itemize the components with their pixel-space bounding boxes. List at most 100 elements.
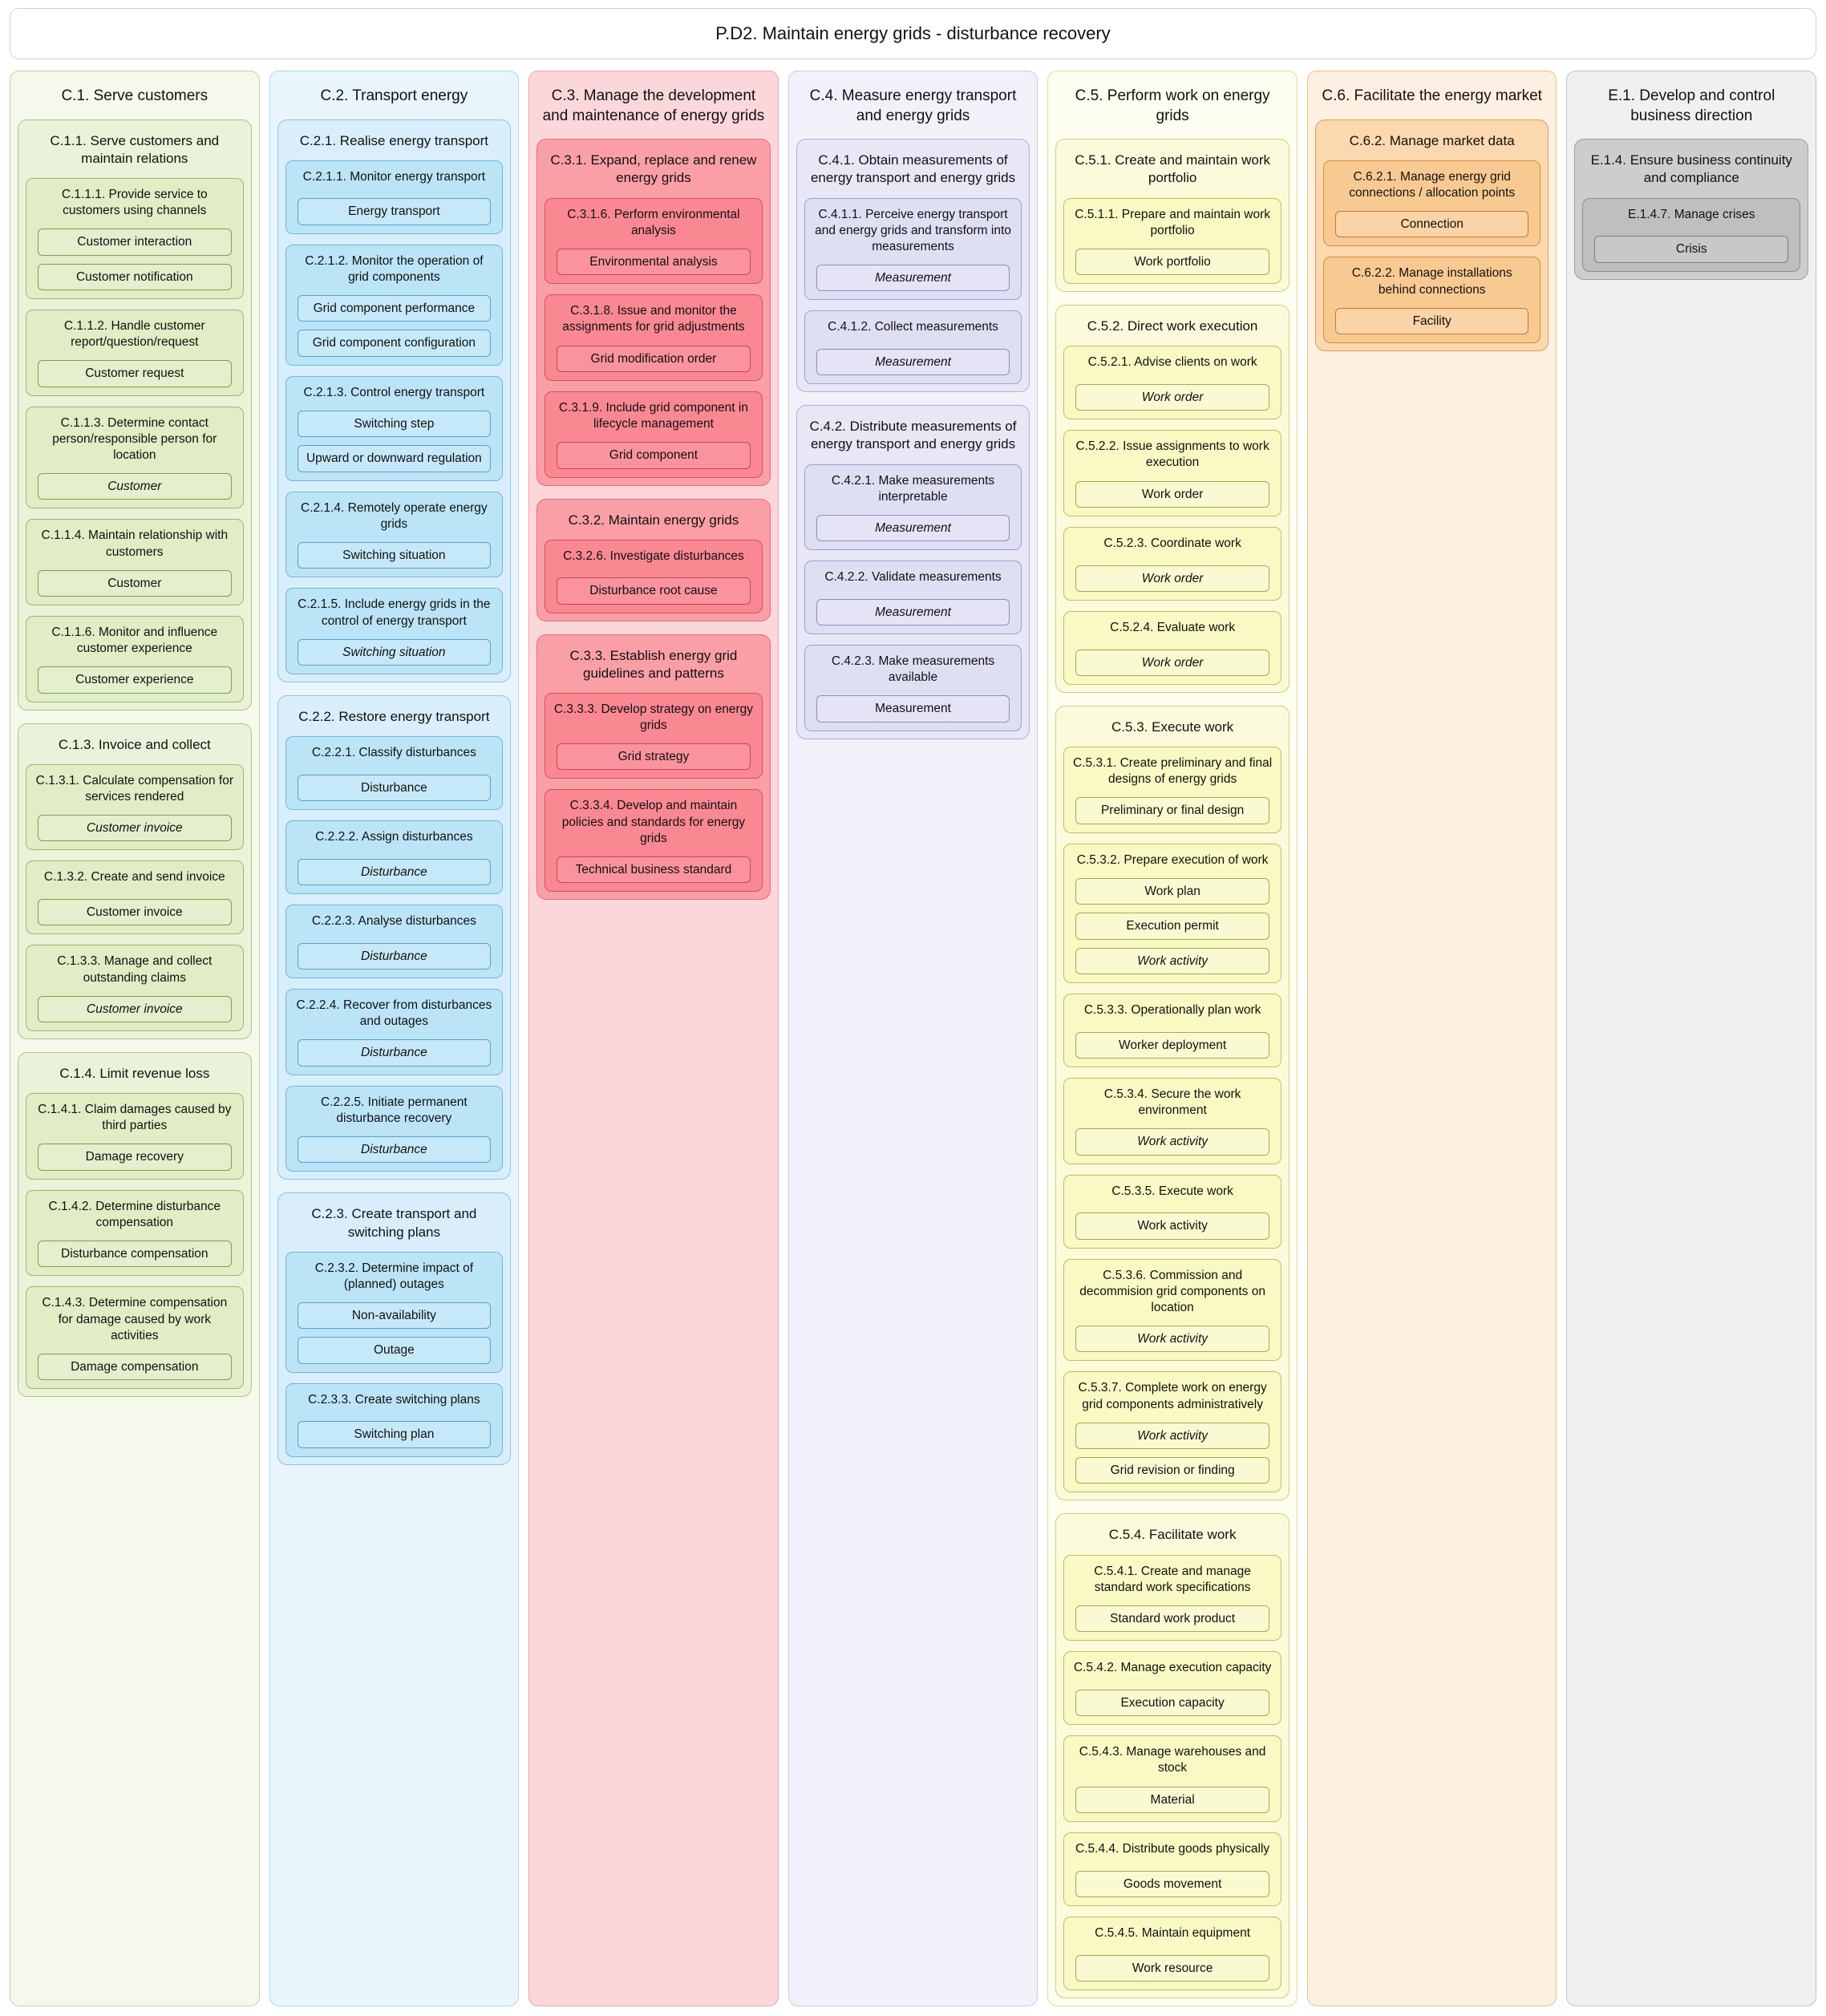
process-box: C.5.2.2. Issue assignments to work execu… [1063,430,1281,516]
process-title: C.1.1.1. Provide service to customers us… [61,187,208,218]
object-items: Disturbance root cause [553,568,754,605]
object-item: Measurement [816,695,1010,723]
object-items: Disturbance [294,849,495,886]
process-box: C.5.4.1. Create and manage standard work… [1063,1554,1281,1642]
process-title: C.5.2.2. Issue assignments to work execu… [1075,439,1269,470]
process-title: C.5.1.1. Prepare and maintain work portf… [1075,207,1271,237]
object-item: Upward or downward regulation [297,445,492,472]
process-box: C.2.2.4. Recover from disturbances and o… [285,989,504,1075]
object-items: Disturbance compensation [34,1231,235,1268]
process-box: C.1.4.1. Claim damages caused by third p… [26,1093,244,1180]
object-item: Energy transport [297,198,492,225]
process-group: C.4.2. Distribute measurements of energy… [796,405,1030,739]
object-items: Grid strategy [553,734,754,771]
object-item: Work order [1075,383,1269,411]
object-items: Disturbance [294,1127,495,1164]
object-items: Energy transport [294,188,495,225]
object-item: Work order [1075,565,1269,592]
process-title: C.5.2.4. Evaluate work [1110,620,1236,634]
process-box: C.5.3.1. Create preliminary and final de… [1063,747,1281,833]
process-title: C.4.2.1. Make measurements interpretable [831,473,995,504]
object-item: Disturbance [297,942,492,970]
process-title: C.1.1.3. Determine contact person/respon… [52,415,217,462]
object-items: Standard work product [1072,1596,1273,1633]
object-items: Preliminary or final design [1072,787,1273,824]
process-box: C.3.1.9. Include grid component in lifec… [545,391,763,478]
process-title: C.4.1.2. Collect measurements [828,320,998,334]
object-items: Execution capacity [1072,1680,1273,1717]
object-items: Work activity [1072,1119,1273,1156]
process-column: C.4. Measure energy transport and energy… [787,71,1039,2006]
process-title: C.3.1.6. Perform environmental analysis [567,207,740,237]
object-items: Customer invoice [34,889,235,926]
column-title: C.6. Facilitate the energy market [1322,87,1542,104]
group-title: C.2.2. Restore energy transport [298,709,490,725]
object-items: Work portfolio [1072,239,1273,276]
process-box: C.4.2.1. Make measurements interpretable… [804,464,1022,551]
process-box: C.2.1.5. Include energy grids in the con… [285,588,504,675]
object-item: Work resource [1075,1954,1269,1982]
object-item: Execution capacity [1075,1689,1269,1717]
object-item: Damage recovery [38,1144,232,1171]
object-item: Customer invoice [38,899,232,926]
process-title: C.1.3.3. Manage and collect outstanding … [57,954,213,985]
object-items: Connection [1332,201,1532,238]
object-items: Measurement [813,339,1014,376]
process-title: C.1.1.6. Monitor and influence customer … [51,625,218,656]
column-title: C.5. Perform work on energy grids [1075,87,1270,124]
object-item: Work activity [1075,1212,1269,1240]
object-items: Customer invoice [34,986,235,1023]
process-box: C.6.2.2. Manage installations behind con… [1322,257,1541,344]
object-items: Work order [1072,556,1273,592]
process-column: E.1. Develop and control business direct… [1566,71,1817,2006]
object-item: Outage [297,1337,492,1364]
object-item: Grid component performance [297,295,492,322]
object-item: Disturbance [297,1136,492,1164]
process-box: C.5.3.6. Commission and decommision grid… [1063,1258,1281,1362]
process-box: C.6.2.1. Manage energy grid connections … [1322,160,1541,247]
process-title: C.5.4.4. Distribute goods physically [1075,1841,1270,1856]
object-item: Customer [38,472,232,500]
process-title: C.2.2.1. Classify disturbances [311,746,476,760]
process-title: C.2.2.5. Initiate permanent disturbance … [321,1095,468,1125]
object-item: Work activity [1075,1128,1269,1156]
process-box: C.1.3.1. Calculate compensation for serv… [26,763,244,851]
column-title: E.1. Develop and control business direct… [1608,87,1775,124]
process-box: C.5.1.1. Prepare and maintain work portf… [1063,197,1281,285]
object-item: Grid revision or finding [1075,1457,1269,1484]
process-title: C.3.3.4. Develop and maintain policies a… [561,799,746,845]
object-items: Worker deployment [1072,1022,1273,1059]
object-item: Measurement [816,598,1010,626]
process-title: C.5.3.5. Execute work [1111,1184,1233,1198]
process-title: C.5.4.1. Create and manage standard work… [1094,1564,1251,1594]
object-items: Facility [1332,298,1532,335]
process-title: E.1.4.7. Manage crises [1627,207,1755,221]
process-box: C.5.3.7. Complete work on energy grid co… [1063,1371,1281,1493]
process-title: C.2.1.1. Monitor energy transport [302,169,486,184]
object-items: Customer invoice [34,805,235,842]
object-item: Work activity [1075,947,1269,974]
page-title: P.D2. Maintain energy grids - disturbanc… [10,8,1816,59]
object-item: Work order [1075,480,1269,508]
object-item: Work activity [1075,1422,1269,1450]
group-title: C.1.4. Limit revenue loss [59,1066,210,1082]
